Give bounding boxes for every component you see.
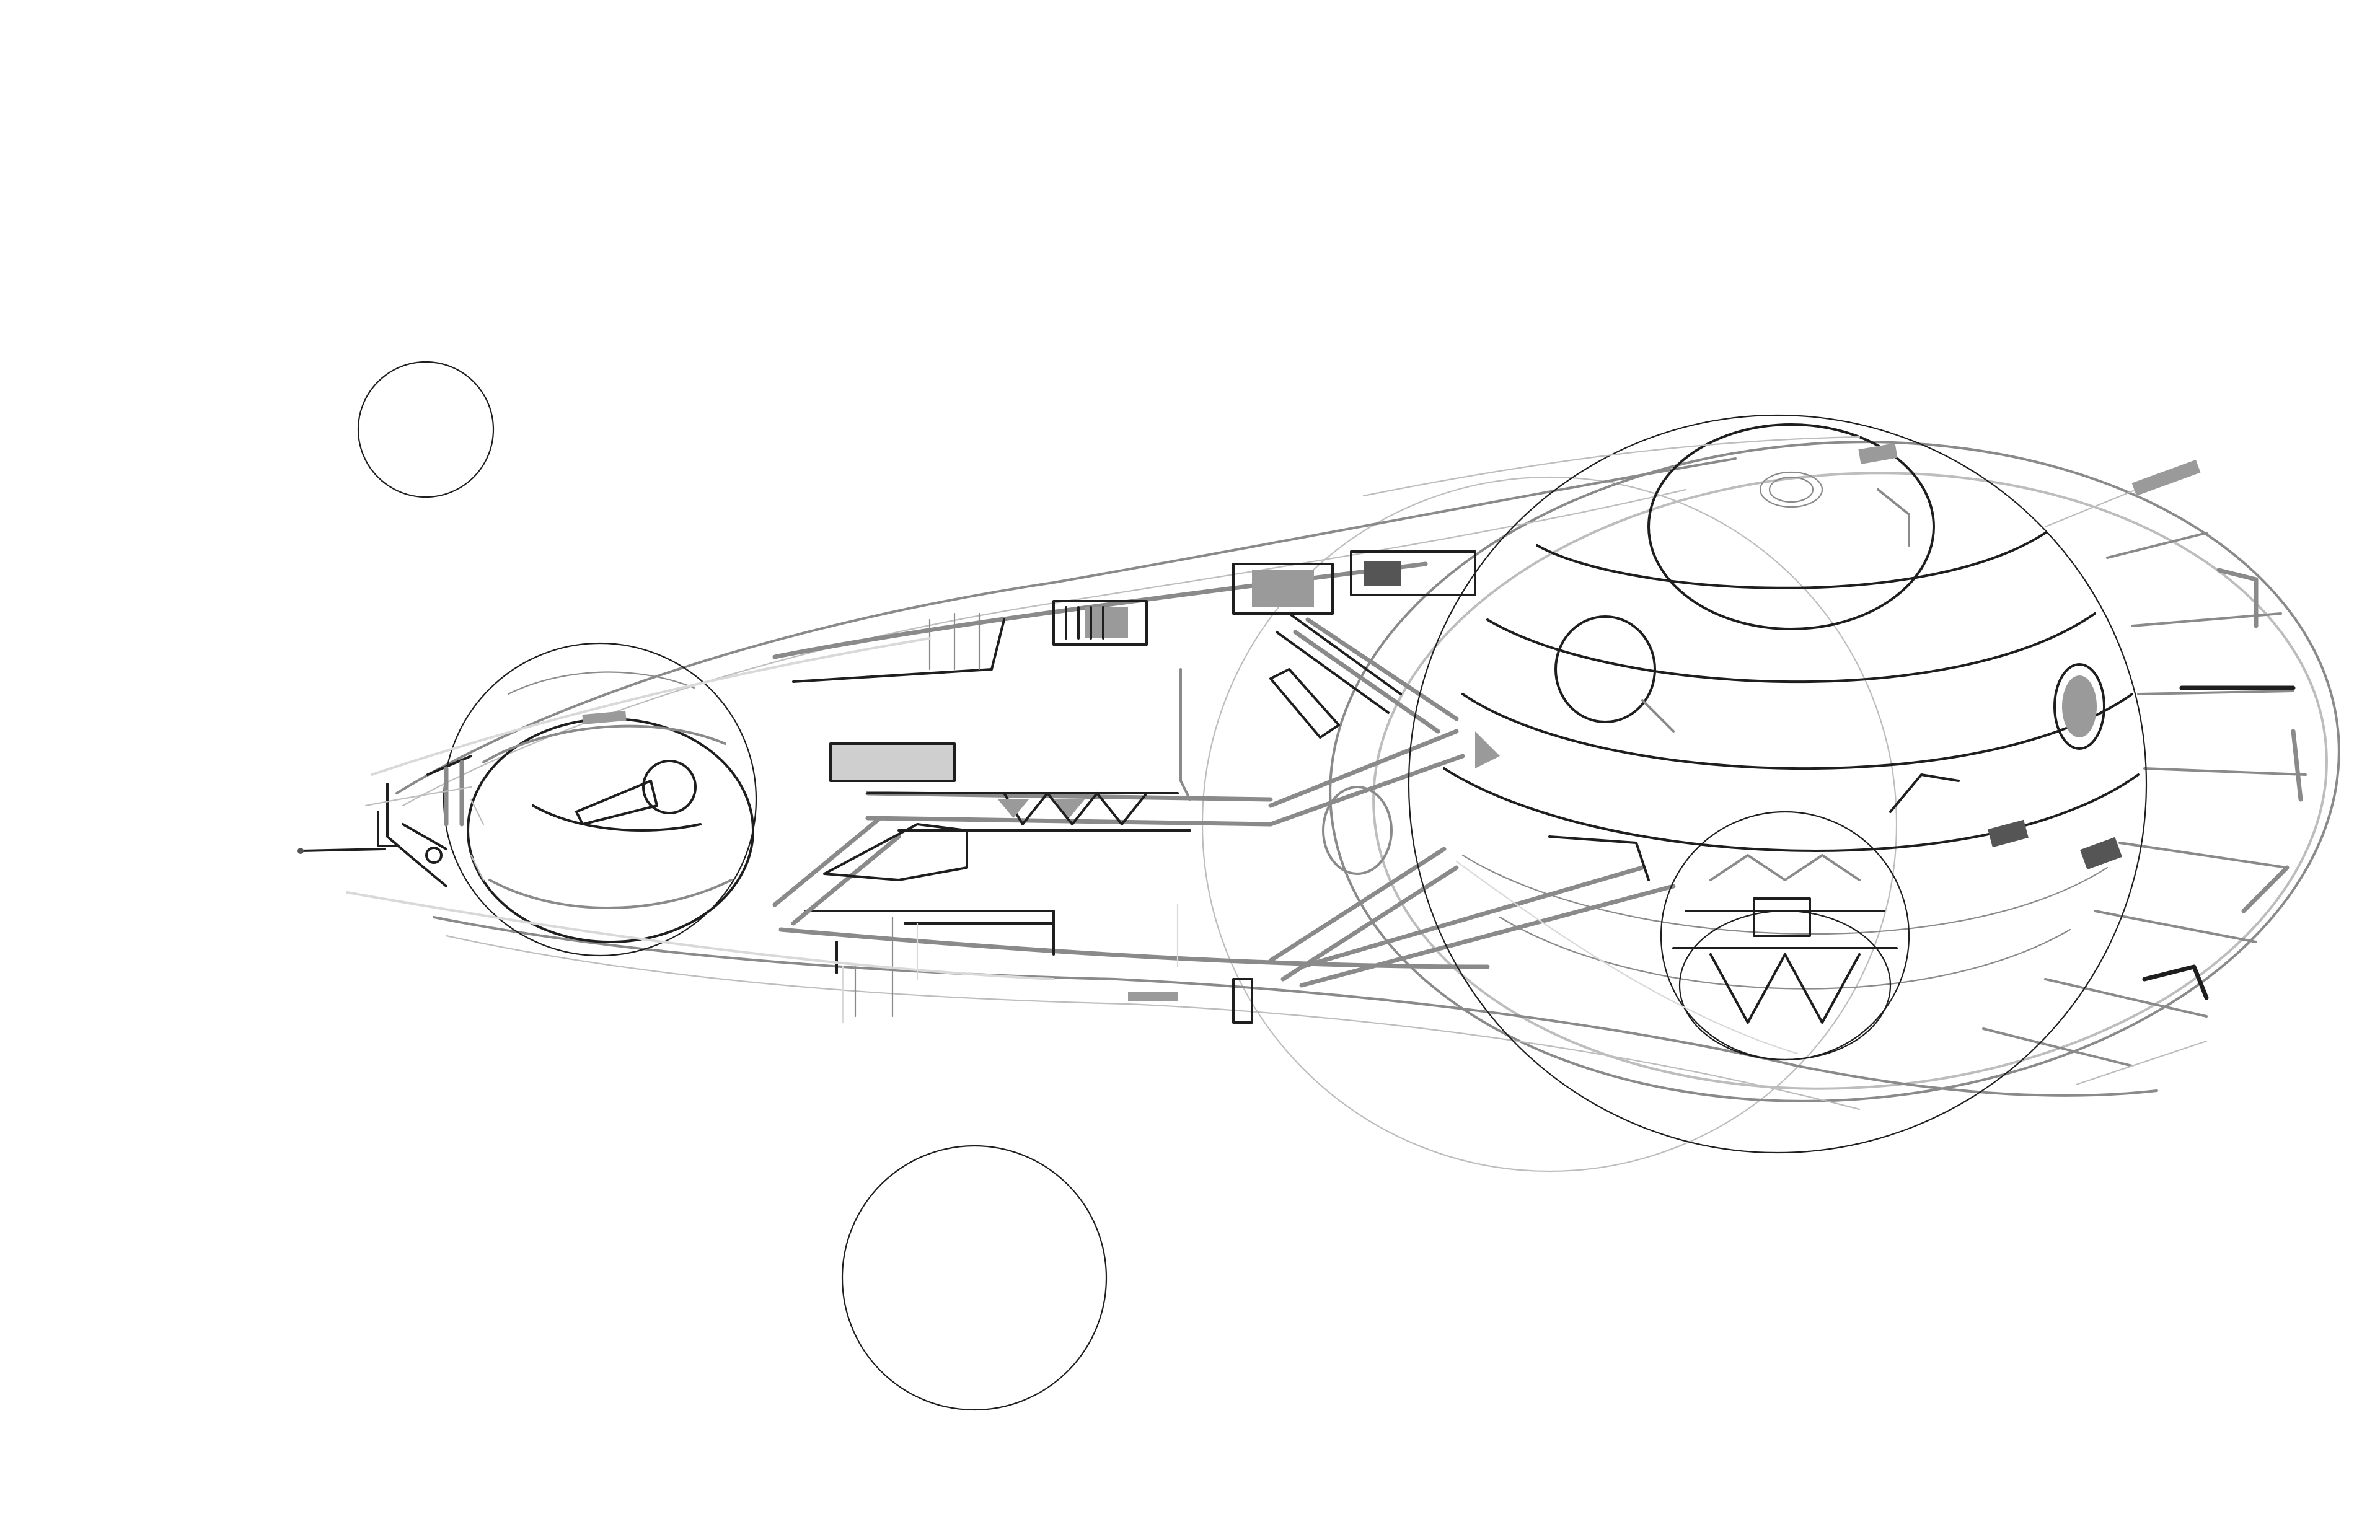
upper-machinery <box>928 550 1476 671</box>
outer-disk <box>1329 441 2340 1102</box>
lower-pod <box>1660 811 1910 1061</box>
construction-strokes <box>346 436 1861 1055</box>
front-dome <box>443 642 757 957</box>
guide-circle-bottom <box>841 1145 1108 1411</box>
guide-circle-small <box>357 361 495 498</box>
central-truss <box>772 612 1676 988</box>
hull <box>395 457 2158 1111</box>
main-sphere <box>1408 414 2148 1154</box>
nose-antenna <box>298 755 472 887</box>
